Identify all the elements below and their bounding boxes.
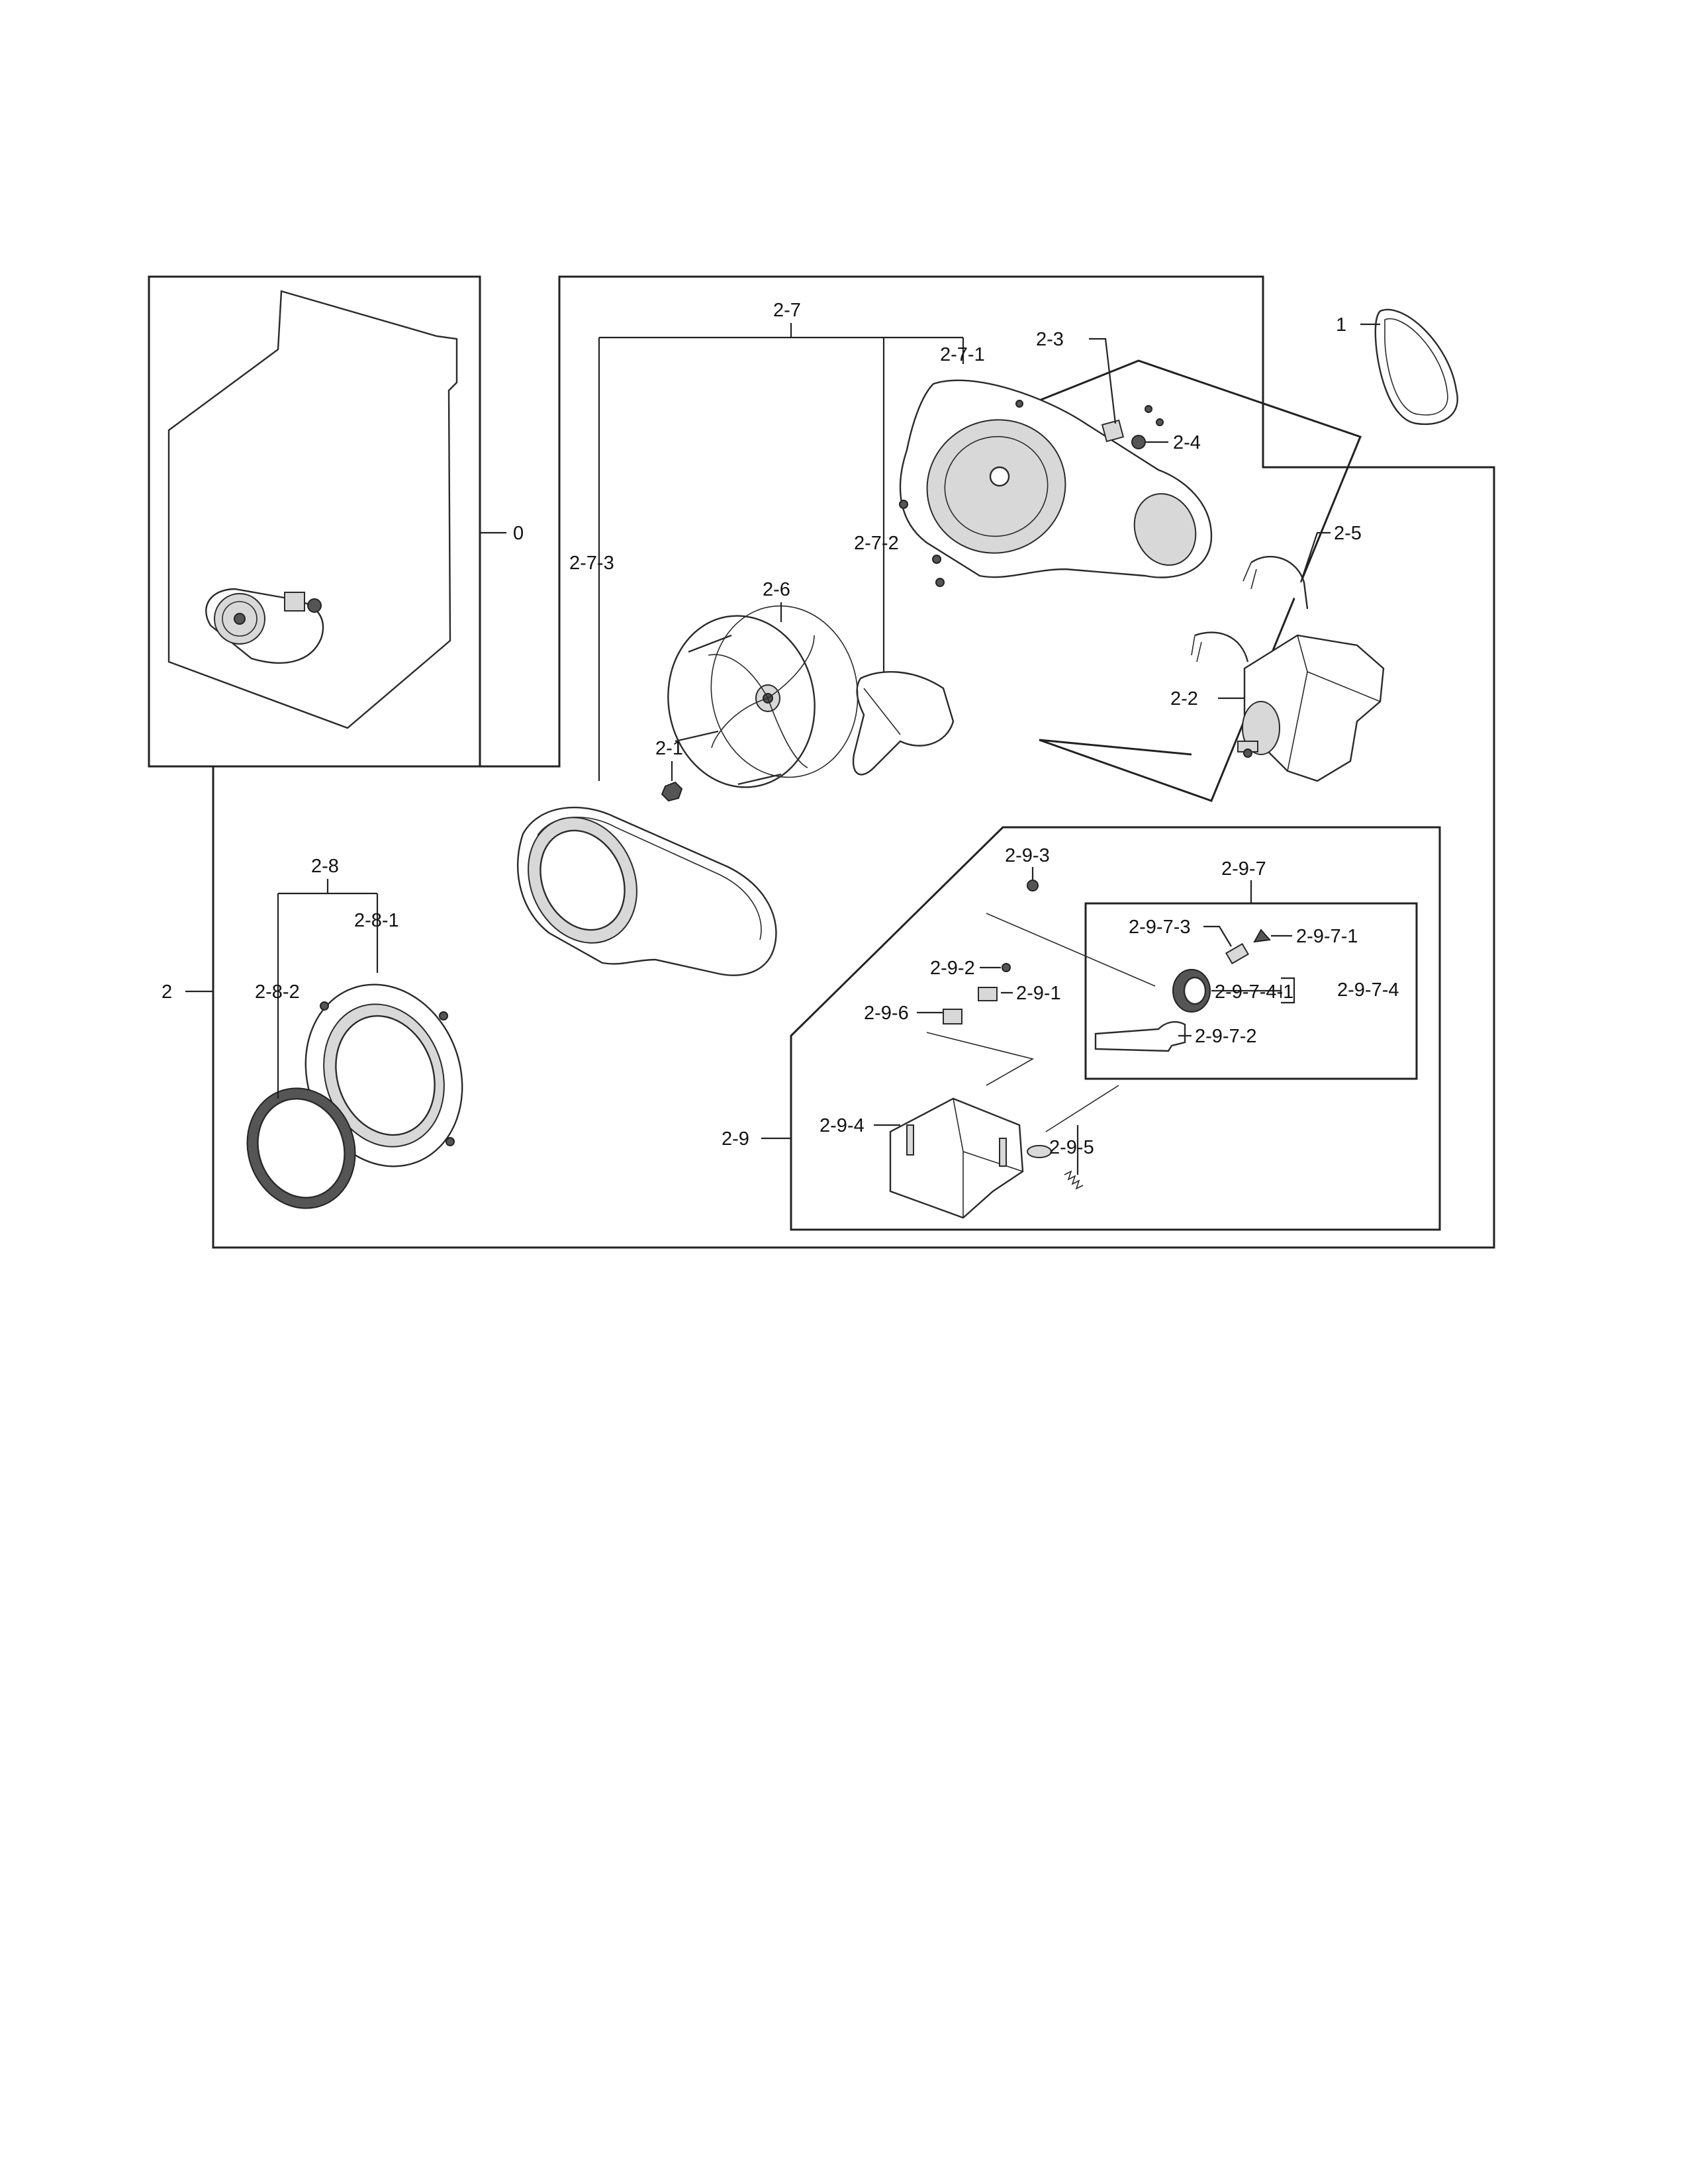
pulley-axle — [1225, 942, 1249, 965]
label-2-9-6: 2-9-6 — [864, 1003, 909, 1024]
idler-pulley — [1172, 969, 1211, 1013]
dryer-cabinet-overview — [167, 290, 458, 729]
label-2-7-1: 2-7-1 — [940, 344, 985, 365]
leader-2-3 — [1089, 338, 1117, 424]
label-2-8-1: 2-8-1 — [354, 910, 399, 931]
idler-subassembly-frame — [790, 826, 1441, 1231]
label-1: 1 — [1336, 314, 1346, 336]
belt-switch-bracket — [1101, 405, 1164, 443]
main-assembly-frame — [212, 275, 1495, 1249]
label-2-8-2: 2-8-2 — [255, 981, 300, 1003]
label-2-7-2: 2-7-2 — [854, 533, 899, 554]
label-2-9-1: 2-9-1 — [1016, 983, 1061, 1004]
drive-motor — [1237, 634, 1385, 782]
leader-2-9-7-4 — [1211, 977, 1295, 1004]
label-2-9-5: 2-9-5 — [1049, 1137, 1094, 1158]
label-2-9-4: 2-9-4 — [820, 1115, 865, 1136]
front-blower-housing — [516, 806, 777, 976]
idler-spring — [1064, 1170, 1084, 1190]
leader-2-9-7-3 — [1203, 925, 1232, 947]
idler-switch — [978, 963, 1011, 1001]
idler-guide-lines — [926, 913, 1156, 1132]
label-2-5: 2-5 — [1334, 523, 1362, 544]
motor-clamp-lower — [1191, 631, 1249, 662]
label-2-9-7: 2-9-7 — [1221, 858, 1266, 880]
idler-actuator — [943, 1009, 962, 1024]
label-2-9-7-4: 2-9-7-4 — [1337, 979, 1399, 1001]
label-2-2: 2-2 — [1170, 688, 1198, 709]
duct-seal — [852, 670, 955, 776]
pulley-clip — [1253, 929, 1271, 943]
impeller-nut — [661, 781, 683, 802]
seal-ring — [246, 1087, 356, 1209]
label-2: 2 — [162, 981, 172, 1003]
label-2-1: 2-1 — [655, 738, 683, 759]
motor-callout-frame — [1039, 359, 1362, 802]
label-2-4: 2-4 — [1173, 432, 1201, 453]
blower-impeller — [667, 605, 859, 788]
overview-blower-housing — [205, 588, 324, 664]
motor-clamp-upper — [1243, 555, 1309, 610]
label-2-8: 2-8 — [311, 856, 339, 877]
label-2-9-3: 2-9-3 — [1005, 845, 1050, 866]
drive-belt — [1374, 308, 1458, 426]
idler-screw — [1027, 880, 1039, 891]
leader-2-7 — [598, 323, 964, 781]
label-2-9-2: 2-9-2 — [930, 958, 975, 979]
label-2-7: 2-7 — [773, 300, 801, 321]
rear-blower-housing — [899, 379, 1213, 587]
leader-2-5 — [1299, 531, 1331, 583]
label-2-9: 2-9 — [722, 1128, 749, 1150]
idler-bracket-base — [889, 1097, 1052, 1219]
label-2-3: 2-3 — [1036, 329, 1064, 350]
leader-2-8 — [277, 879, 379, 1099]
label-2-9-7-1: 2-9-7-1 — [1296, 926, 1358, 947]
label-2-9-7-3: 2-9-7-3 — [1129, 917, 1191, 938]
screw-2-4 — [1131, 435, 1146, 449]
label-2-7-3: 2-7-3 — [569, 553, 614, 574]
label-0: 0 — [513, 523, 524, 544]
label-2-9-7-2: 2-9-7-2 — [1195, 1026, 1257, 1047]
label-2-6: 2-6 — [763, 579, 790, 600]
idler-arm — [1094, 1021, 1186, 1052]
label-2-9-7-4-1: 2-9-7-4-1 — [1215, 981, 1293, 1003]
